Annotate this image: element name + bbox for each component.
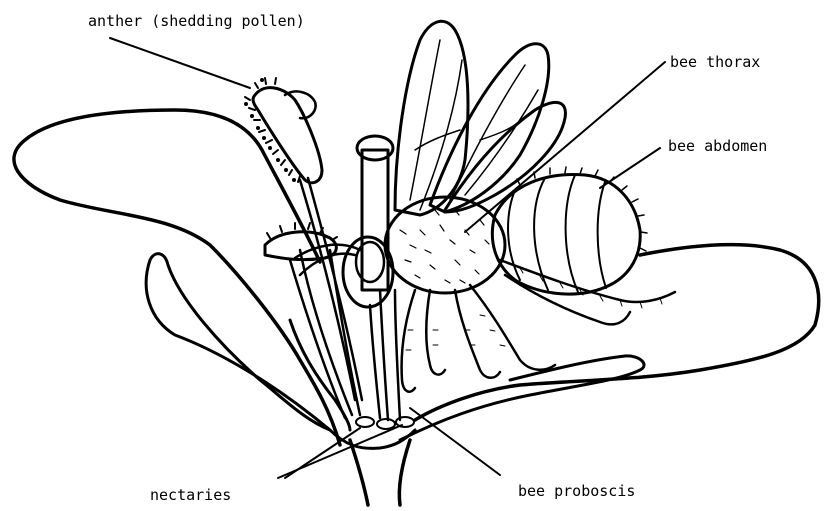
nectaries-leader-b <box>278 425 402 478</box>
bee-proboscis <box>370 305 380 418</box>
thorax-hair <box>400 210 489 283</box>
anther-leader <box>110 38 250 88</box>
abdomen-segments <box>508 175 606 292</box>
nectaries <box>356 417 414 429</box>
left-petal <box>146 254 330 430</box>
thorax-label: bee thorax <box>670 53 760 71</box>
anther-upper <box>244 78 322 183</box>
proboscis-leader <box>410 408 500 475</box>
bee-third-wing <box>445 102 565 212</box>
abdomen-label: bee abdomen <box>668 137 767 155</box>
nectaries-label: nectaries <box>150 486 231 504</box>
leg-hair <box>406 268 662 350</box>
proboscis-label: bee proboscis <box>518 482 635 500</box>
stigma <box>357 136 393 160</box>
anther-label: anther (shedding pollen) <box>88 12 305 30</box>
stem <box>350 440 368 505</box>
bee-wing-veins <box>410 40 462 210</box>
bee <box>295 21 675 418</box>
stem-right <box>399 440 410 505</box>
bee-eye <box>356 242 384 282</box>
abdomen-leader <box>600 148 660 188</box>
